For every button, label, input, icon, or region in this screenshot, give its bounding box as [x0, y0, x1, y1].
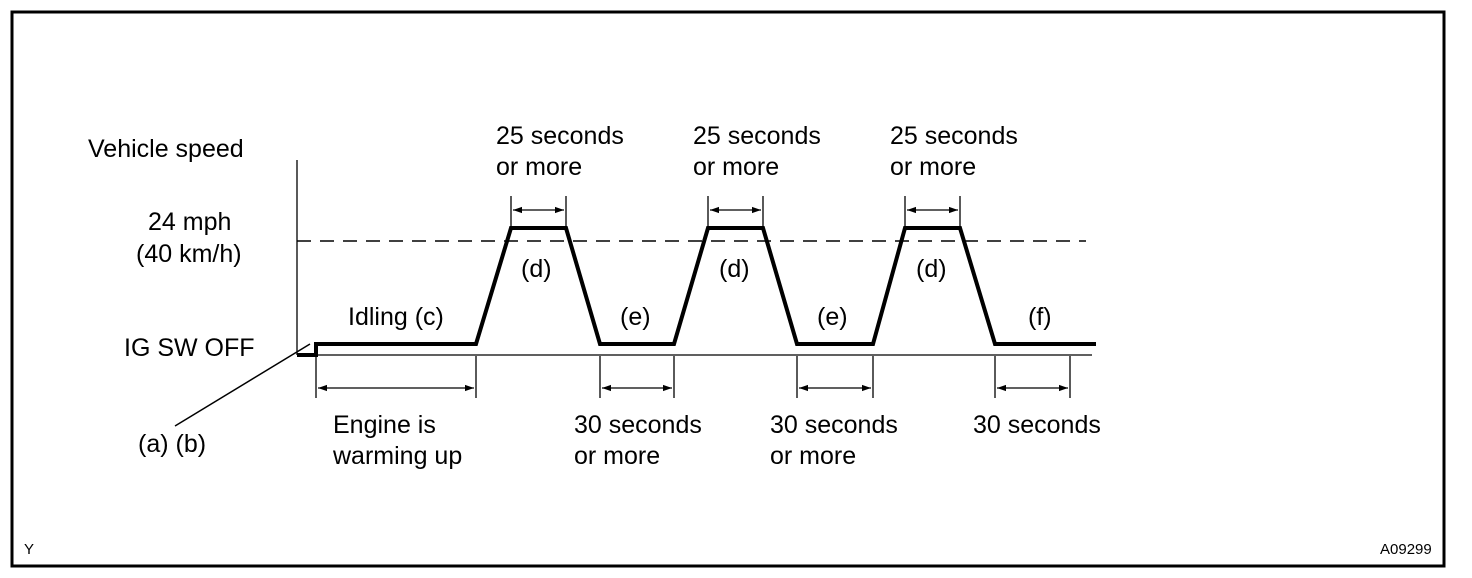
high-duration-marker-2 — [707, 196, 764, 226]
warmup-label-a: Engine is — [333, 411, 436, 439]
high-duration-label-1a: 25 seconds — [496, 122, 624, 150]
speed-profile — [297, 226, 1096, 357]
diagram-frame — [10, 10, 1446, 568]
step-ab-label: (a) (b) — [138, 430, 207, 458]
final-duration-label: 30 seconds — [973, 411, 1101, 439]
step-d-label-2: (d) — [719, 255, 750, 283]
high-duration-label-3b: or more — [890, 153, 977, 181]
high-duration-label-3a: 25 seconds — [890, 122, 1018, 150]
vehicle-speed-label: Vehicle speed — [88, 135, 244, 163]
step-e-label-1: (e) — [620, 303, 651, 331]
step-c-label: Idling (c) — [348, 303, 444, 331]
high-duration-label-2b: or more — [693, 153, 780, 181]
warmup-duration-marker — [315, 356, 477, 398]
corner-code-left: Y — [24, 541, 35, 558]
low-duration-marker-2 — [796, 356, 874, 398]
final-duration-marker — [994, 356, 1071, 398]
high-duration-label-1b: or more — [496, 153, 583, 181]
step-f-label: (f) — [1028, 303, 1052, 331]
step-d-label-1: (d) — [521, 255, 552, 283]
step-d-label-3: (d) — [916, 255, 947, 283]
figure-id: A09299 — [1380, 541, 1432, 558]
low-duration-marker-1 — [599, 356, 675, 398]
ig-sw-off-label: IG SW OFF — [124, 334, 255, 362]
high-duration-marker-3 — [904, 196, 961, 226]
low-duration-label-2a: 30 seconds — [770, 411, 898, 439]
speed-level-label-mph: 24 mph — [148, 208, 232, 236]
warmup-label-b: warming up — [333, 442, 463, 470]
speed-level-label-kmh: (40 km/h) — [136, 240, 242, 268]
ab-leader-line — [174, 343, 311, 427]
step-e-label-2: (e) — [817, 303, 848, 331]
low-duration-label-1b: or more — [574, 442, 661, 470]
high-duration-marker-1 — [510, 196, 567, 226]
low-duration-label-2b: or more — [770, 442, 857, 470]
low-duration-label-1a: 30 seconds — [574, 411, 702, 439]
high-duration-label-2a: 25 seconds — [693, 122, 821, 150]
